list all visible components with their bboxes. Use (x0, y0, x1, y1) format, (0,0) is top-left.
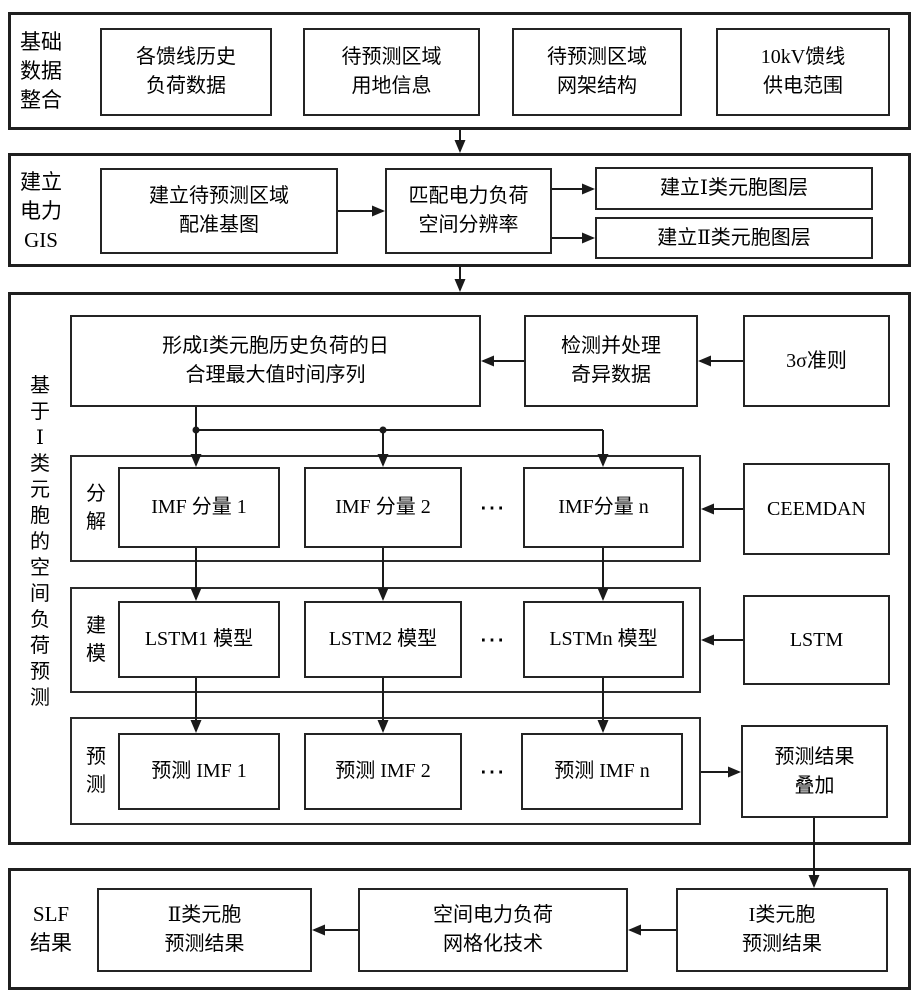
section-power-gis (8, 153, 911, 267)
section-class1-slf (8, 292, 911, 845)
label-basic-data: 基础 数据 整合 (20, 29, 62, 112)
box-imf1: IMF 分量 1 (118, 467, 280, 548)
box-predict-imfn: 预测 IMF n (521, 733, 683, 810)
ellipsis-predict: ⋯ (479, 757, 507, 786)
label-slf-result: SLF 结果 (30, 902, 72, 955)
box-lstm1-model: LSTM1 模型 (118, 601, 280, 678)
ellipsis-decompose: ⋯ (479, 493, 507, 522)
junction-dot (379, 426, 387, 434)
box-outlier-handling: 检测并处理 奇异数据 (524, 315, 698, 407)
box-lstm: LSTM (743, 595, 890, 685)
box-class2-result: Ⅱ类元胞 预测结果 (97, 888, 312, 972)
box-grid-technology: 空间电力负荷 网格化技术 (358, 888, 628, 972)
label-class1-slf: 基 于 Ⅰ 类 元 胞 的 空 间 负 荷 预 测 (30, 375, 50, 709)
box-lstm2-model: LSTM2 模型 (304, 601, 462, 678)
box-spatial-resolution: 匹配电力负荷 空间分辨率 (385, 168, 552, 254)
box-grid-structure: 待预测区域 网架结构 (512, 28, 682, 116)
box-landuse-info: 待预测区域 用地信息 (303, 28, 480, 116)
section-slf-result (8, 868, 911, 990)
box-class1-layer: 建立Ⅰ类元胞图层 (595, 167, 873, 210)
row-label-modeling: 建 模 (86, 615, 106, 665)
box-imf2: IMF 分量 2 (304, 467, 462, 548)
predict-row-frame (70, 717, 701, 825)
box-3sigma-rule: 3σ准则 (743, 315, 890, 407)
box-10kv-feeder-range: 10kV馈线 供电范围 (716, 28, 890, 116)
box-feeder-history-load: 各馈线历史 负荷数据 (100, 28, 272, 116)
junction-dot (192, 426, 200, 434)
row-label-decompose: 分 解 (86, 483, 106, 533)
box-predict-imf2: 预测 IMF 2 (304, 733, 462, 810)
box-lstmn-model: LSTMn 模型 (523, 601, 684, 678)
box-daily-max-series: 形成I类元胞历史负荷的日 合理最大值时间序列 (70, 315, 481, 407)
branch-series-to-imfs (195, 407, 603, 431)
box-imfn: IMF分量 n (523, 467, 684, 548)
box-class2-layer: 建立Ⅱ类元胞图层 (595, 217, 873, 259)
box-ceemdan: CEEMDAN (743, 463, 890, 555)
box-basemap: 建立待预测区域 配准基图 (100, 168, 338, 254)
section-basic-data (8, 12, 911, 130)
box-predict-imf1: 预测 IMF 1 (118, 733, 280, 810)
label-power-gis: 建立 电力 GIS (20, 169, 62, 252)
ellipsis-modeling: ⋯ (479, 625, 507, 654)
box-result-superposition: 预测结果 叠加 (741, 725, 888, 818)
row-label-predict: 预 测 (86, 746, 106, 796)
box-class1-result: I类元胞 预测结果 (676, 888, 888, 972)
